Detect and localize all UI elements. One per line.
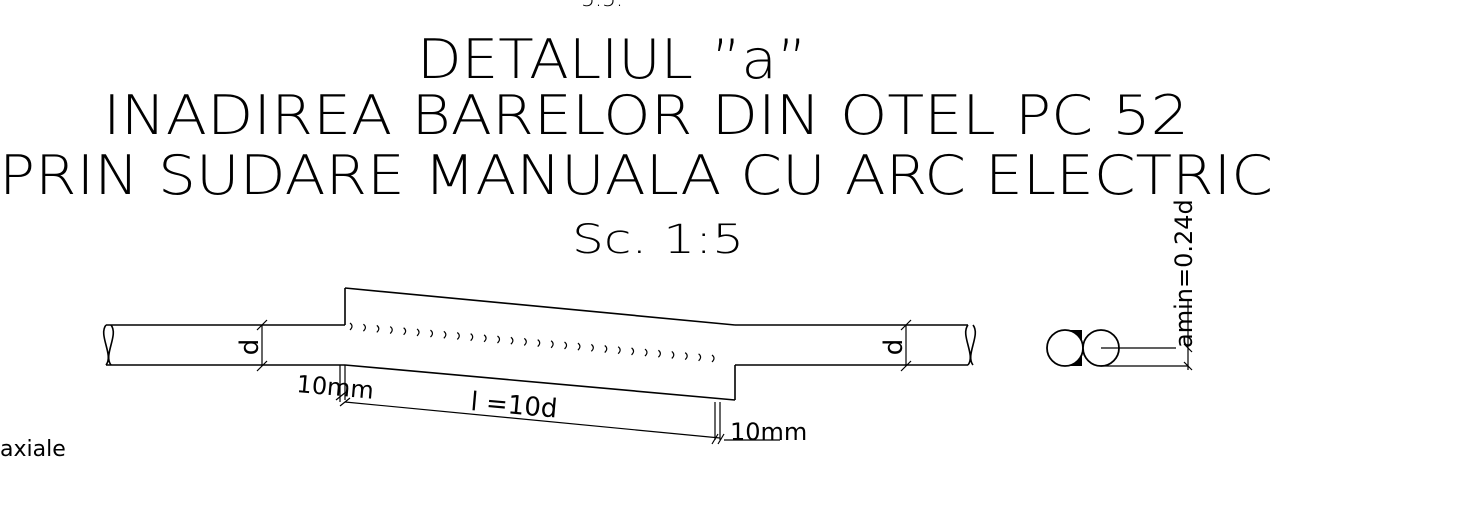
clipped-top-text: 5.5. (581, 0, 623, 12)
weld-bead-mark (389, 326, 393, 334)
weld-bead-mark (711, 354, 715, 363)
weld-bead-mark (564, 341, 568, 350)
right-offset-label: 10mm (730, 418, 807, 446)
left-offset-label: 10mm (295, 370, 374, 405)
weld-bead-mark (550, 340, 554, 349)
weld-bead-mark (349, 322, 353, 331)
cross-section: amin=0.24d (1046, 199, 1198, 371)
weld-bead-mark (523, 337, 527, 346)
weld-bead-mark (510, 336, 514, 345)
throat-thickness-label: amin=0.24d (1170, 199, 1198, 348)
weld-bead-mark (698, 353, 702, 362)
title-line-3: PRIN SUDARE MANUALA CU ARC ELECTRIC (0, 144, 1273, 207)
weld-bead-mark (671, 350, 675, 359)
weld-bead-mark (416, 328, 420, 337)
weld-bead (349, 322, 715, 363)
weld-bead-mark (604, 345, 608, 353)
weld-bead-mark (376, 324, 380, 333)
weld-bead-mark (617, 346, 621, 355)
title-line-2: INADIREA BARELOR DIN OTEL PC 52 (103, 84, 1189, 147)
weld-length-label: l =10d (469, 387, 558, 424)
right-diameter-label: d (879, 339, 909, 356)
weld-bead-mark (577, 342, 581, 351)
left-bar (102, 324, 345, 366)
title-detail: DETALIUL ”a” (417, 28, 807, 91)
weld-bead-mark (537, 339, 541, 348)
weld-bead-mark (443, 330, 447, 339)
side-note-axiale: axiale (0, 437, 66, 462)
right-bar (735, 324, 977, 366)
overlap-bar (344, 287, 736, 401)
weld-bead-mark (497, 335, 501, 344)
left-diameter-dimension: d (235, 319, 268, 372)
weld-bead-mark (470, 333, 474, 342)
weld-length-dimension (335, 365, 780, 445)
weld-bead-mark (430, 329, 434, 338)
left-diameter-label: d (235, 339, 265, 356)
weld-bead-mark (403, 327, 407, 336)
weld-bead-mark (684, 352, 688, 361)
weld-bead-mark (644, 348, 648, 357)
weld-bead-mark (631, 347, 635, 356)
weld-bead-mark (483, 334, 487, 343)
weld-bead-mark (657, 349, 661, 358)
weld-bead-mark (456, 332, 460, 340)
weld-bead-mark (590, 343, 594, 352)
weld-bead-mark (362, 323, 367, 332)
title-scale: Sc. 1:5 (572, 217, 744, 263)
right-diameter-dimension: d (879, 319, 912, 372)
